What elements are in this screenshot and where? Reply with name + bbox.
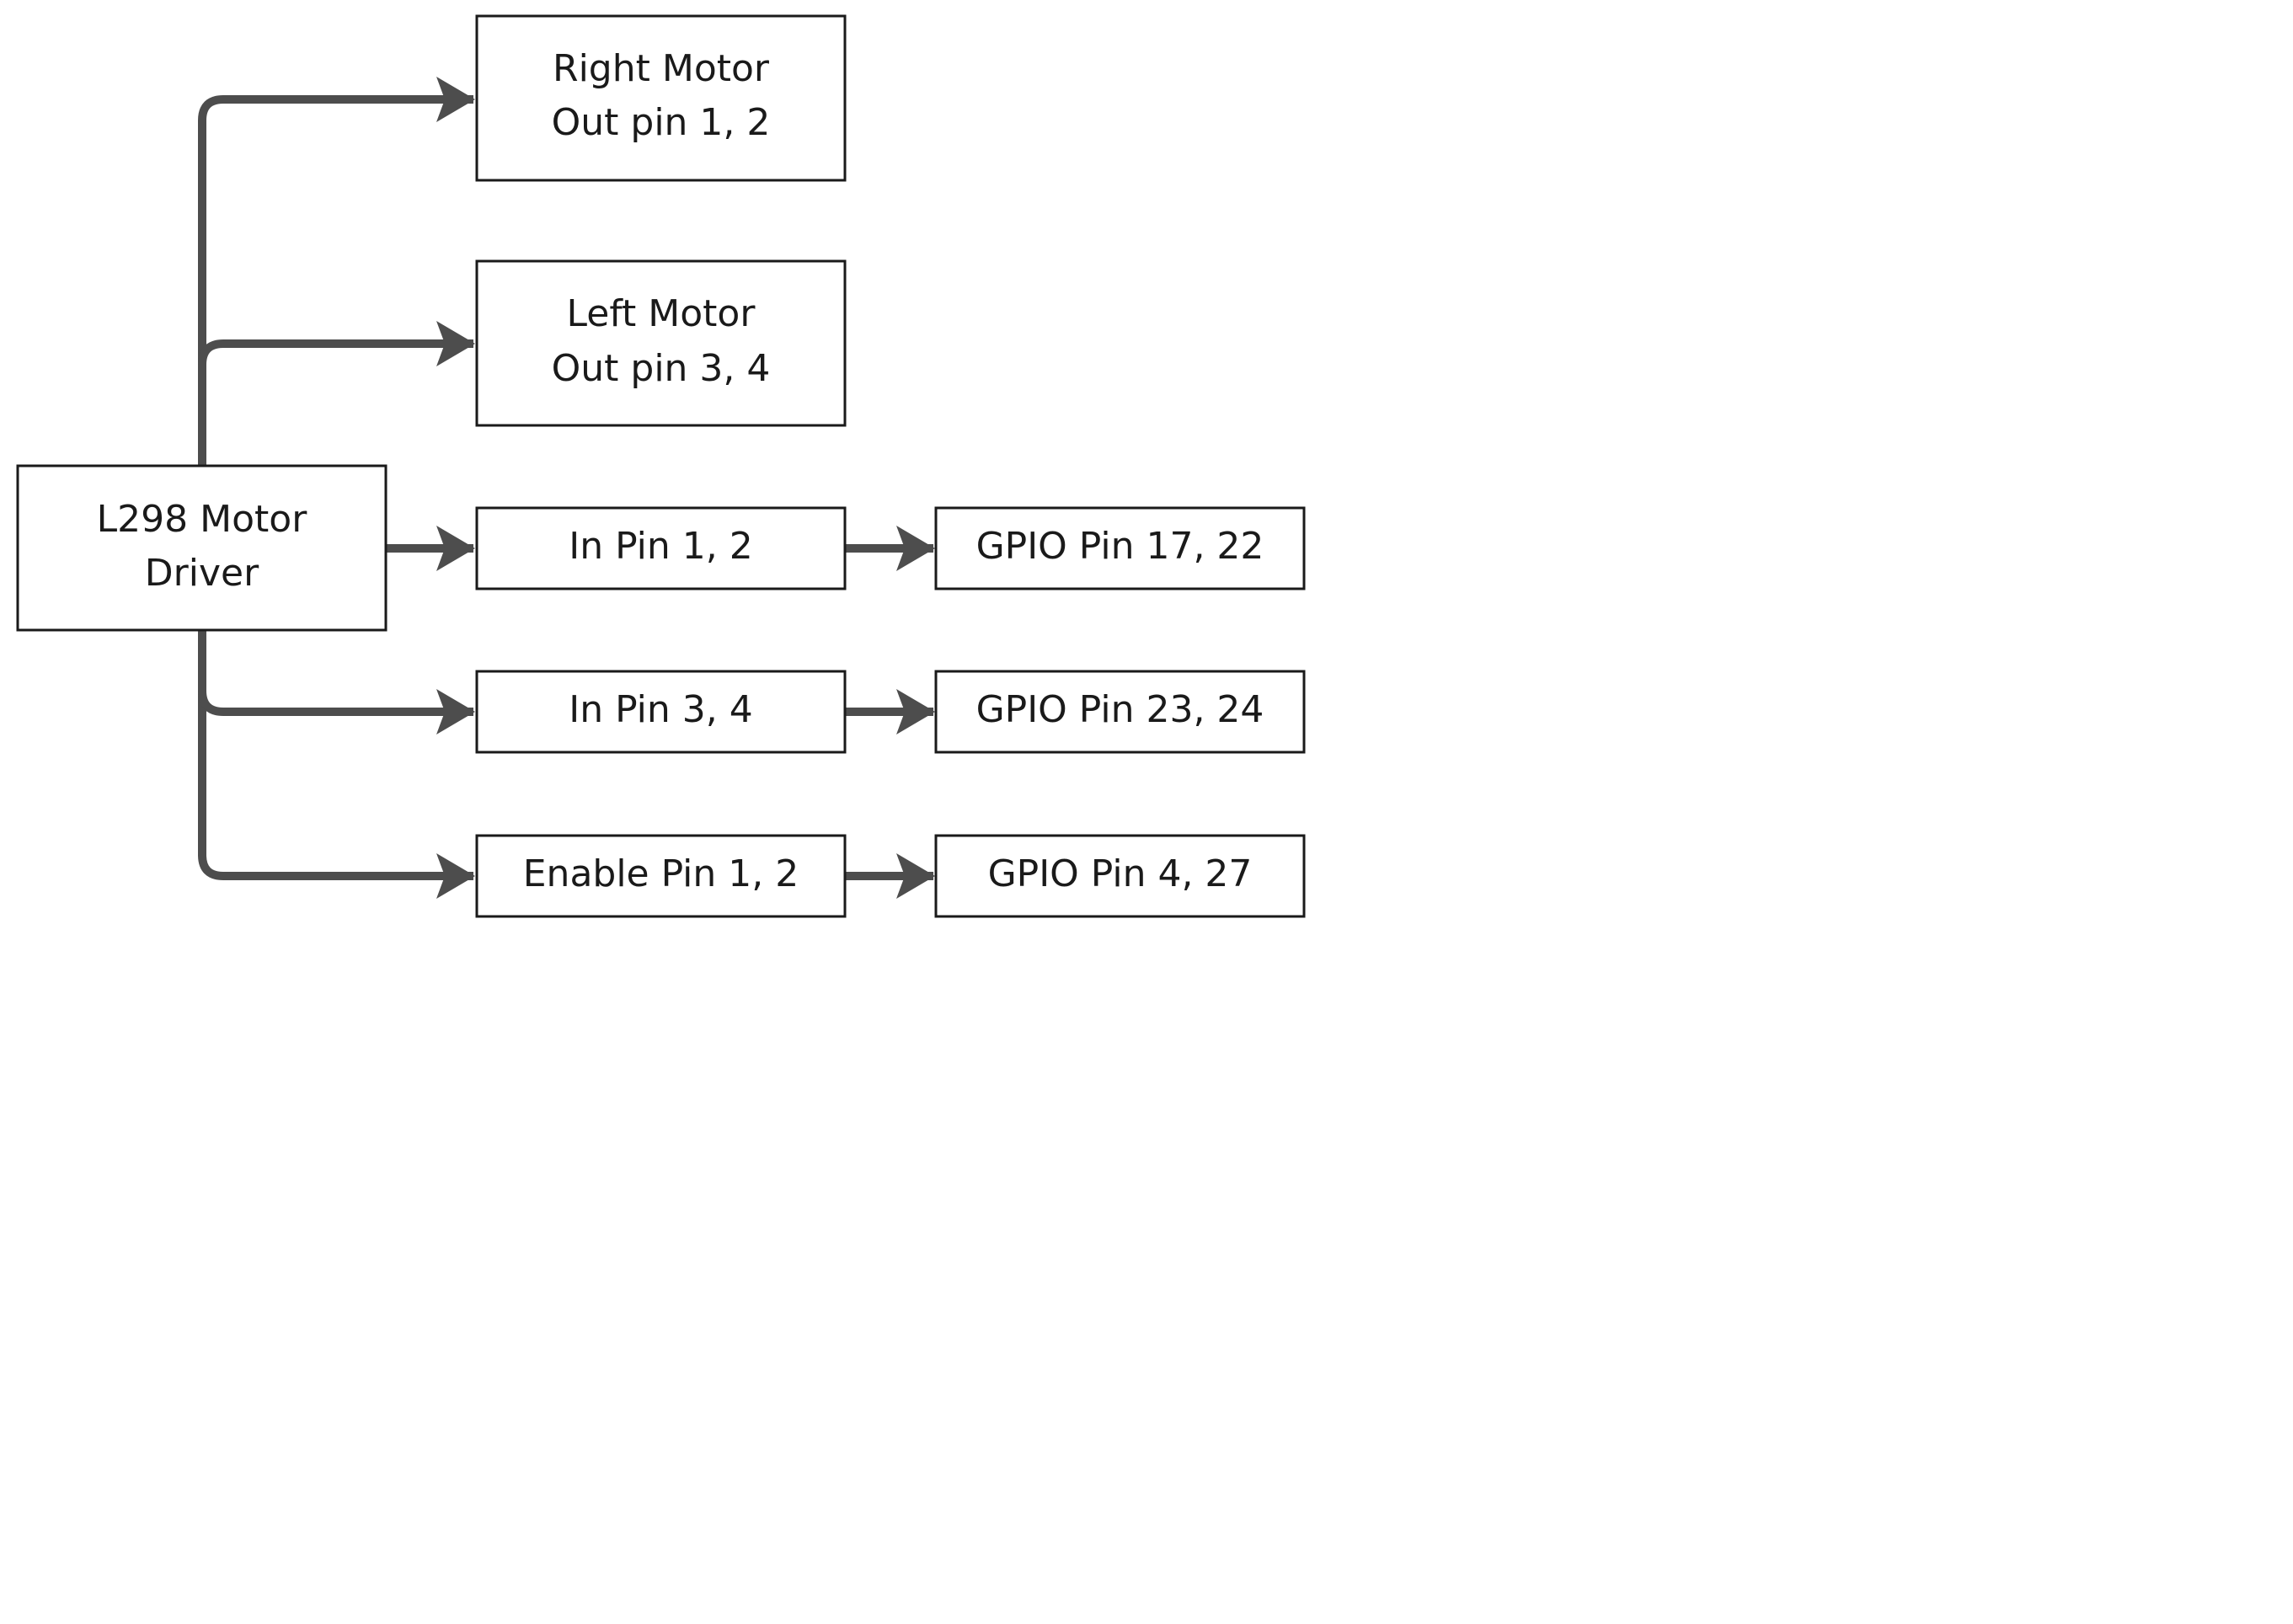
enable-pin-1-2-label: Enable Pin 1, 2 — [523, 852, 799, 895]
node-in-pin-3-4: In Pin 3, 4 — [475, 670, 847, 754]
node-right-motor: Right Motor Out pin 1, 2 — [475, 14, 847, 182]
left-motor-label-line1: Left Motor — [567, 292, 756, 335]
motor-driver-diagram: L298 Motor Driver Right Motor Out pin 1,… — [16, 14, 1306, 918]
arrow-driver-to-right-motor — [198, 77, 475, 466]
gpio-17-22-label: GPIO Pin 17, 22 — [976, 525, 1264, 568]
gpio-4-27-label: GPIO Pin 4, 27 — [988, 852, 1253, 895]
right-motor-label-line2: Out pin 1, 2 — [552, 101, 771, 144]
node-l298-motor-driver: L298 Motor Driver — [16, 464, 388, 632]
node-left-motor: Left Motor Out pin 3, 4 — [475, 259, 847, 427]
left-motor-label-line2: Out pin 3, 4 — [552, 347, 771, 390]
node-gpio-pin-4-27: GPIO Pin 4, 27 — [934, 834, 1306, 918]
node-gpio-pin-17-22: GPIO Pin 17, 22 — [934, 506, 1306, 590]
gpio-23-24-label: GPIO Pin 23, 24 — [976, 688, 1264, 731]
in-pin-1-2-label: In Pin 1, 2 — [569, 525, 752, 568]
arrow-driver-to-enable-pin — [198, 630, 475, 899]
node-in-pin-1-2: In Pin 1, 2 — [475, 506, 847, 590]
in-pin-3-4-label: In Pin 3, 4 — [569, 688, 752, 731]
arrow-driver-to-in-pin-3-4 — [198, 689, 475, 735]
driver-label-line2: Driver — [145, 552, 259, 595]
node-gpio-pin-23-24: GPIO Pin 23, 24 — [934, 670, 1306, 754]
connectors — [198, 77, 935, 899]
right-motor-label-line1: Right Motor — [553, 47, 770, 90]
driver-label-line1: L298 Motor — [97, 498, 308, 541]
arrow-driver-to-left-motor — [198, 321, 475, 366]
node-enable-pin-1-2: Enable Pin 1, 2 — [475, 834, 847, 918]
